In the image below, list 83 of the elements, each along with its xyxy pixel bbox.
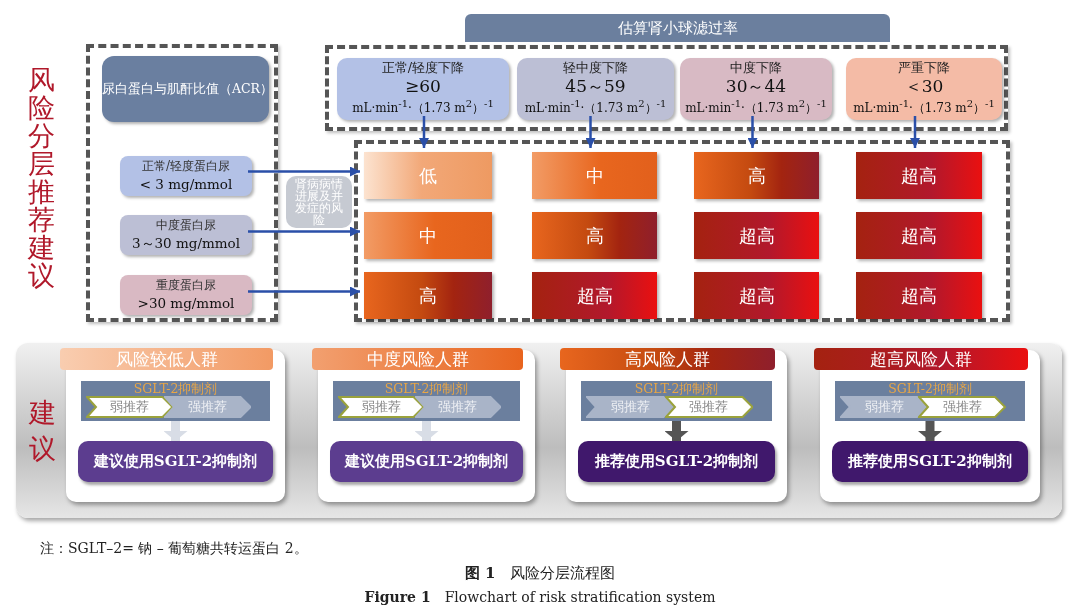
result-box: 推荐使用SGLT-2抑制剂 (578, 441, 775, 482)
block-arrow (918, 421, 942, 441)
unit-text: mL·min$^{-1}$·（1.73 m$^{2}$）$^{-1}$ (523, 97, 668, 116)
arrow (248, 286, 360, 297)
acr-range: < 3 mg/mmol (138, 175, 234, 193)
risk-cell: 超高 (532, 272, 657, 319)
option-panel (581, 381, 772, 421)
category-title: 中度下降 (729, 60, 783, 76)
grade-tag: 弱推荐 (586, 396, 675, 418)
caption-text: Figure 1 Flowchart of risk stratification system (363, 588, 717, 607)
block-arrow (163, 421, 188, 441)
egfr-range: 45～59 (564, 76, 627, 96)
arrow (248, 226, 360, 237)
arrow (910, 116, 920, 148)
risk-cell: 超高 (856, 152, 982, 199)
arrow (419, 116, 429, 148)
unit-text: mL·min$^{-1}$·（1.73 m$^{2}$）$^{-1}$ (351, 97, 495, 116)
side-title: 风险分层推荐建议 (28, 66, 56, 290)
option-panel (81, 381, 270, 421)
arrow (248, 166, 360, 177)
risk-cell: 超高 (694, 272, 819, 319)
risk-cell: 高 (364, 272, 492, 319)
panel-title: SGLT-2抑制剂 (633, 381, 720, 396)
grade-tag: 弱推荐 (840, 396, 928, 418)
panel-title: SGLT-2抑制剂 (132, 381, 219, 396)
dashed-group-frame (86, 44, 278, 322)
panel-title: SGLT-2抑制剂 (887, 381, 973, 396)
risk-cell: 中 (532, 152, 657, 199)
egfr-category-box (846, 58, 1002, 120)
panel-label: 建议 (28, 396, 56, 466)
caption-text: 图 1 风险分层流程图 (463, 563, 617, 583)
recommendation-panel (16, 343, 1062, 518)
arrow (585, 116, 596, 148)
grade-tag: 强推荐 (163, 396, 251, 418)
option-panel (333, 381, 520, 421)
category-title: 轻中度下降 (562, 60, 629, 76)
egfr-category-box (517, 58, 674, 120)
result-box: 推荐使用SGLT-2抑制剂 (832, 441, 1028, 482)
risk-cell: 高 (694, 152, 819, 199)
acr-range: >30 mg/mmol (136, 294, 236, 312)
risk-cell: 中 (364, 212, 492, 259)
risk-band (286, 176, 352, 228)
selected-grade-tag: 强推荐 (664, 396, 753, 418)
category-title: 正常/轻度下降 (380, 60, 466, 76)
card-header: 超高风险人群 (814, 348, 1028, 370)
risk-cell: 超高 (856, 272, 982, 319)
risk-cell: 低 (364, 152, 492, 199)
risk-cell: 超高 (694, 212, 819, 259)
category-title: 重度蛋白尿 (155, 277, 217, 294)
block-arrow (664, 421, 689, 441)
risk-cell: 超高 (856, 212, 982, 259)
card-header: 中度风险人群 (312, 348, 523, 370)
acr-header-box: 尿白蛋白与肌酐比值（ACR） (102, 56, 269, 122)
selected-grade-tag: 弱推荐 (338, 396, 425, 418)
egfr-category-box (337, 58, 509, 120)
egfr-range: 30～44 (724, 76, 788, 96)
unit-text: mL·min$^{-1}$·（1.73 m$^{2}$）$^{-1}$ (852, 97, 996, 116)
egfr-category-box (680, 58, 832, 120)
acr-category-box (120, 215, 252, 255)
dashed-group-frame (325, 45, 1008, 131)
risk-cell: 高 (532, 212, 657, 259)
acr-range: 3～30 mg/mmol (130, 234, 242, 252)
acr-category-box (120, 156, 252, 196)
egfr-range: ≥60 (404, 76, 442, 96)
selected-grade-tag: 弱推荐 (86, 396, 174, 418)
selected-grade-tag: 强推荐 (918, 396, 1006, 418)
card-header: 风险较低人群 (60, 348, 273, 370)
result-box: 建议使用SGLT-2抑制剂 (330, 441, 523, 482)
block-arrow (414, 421, 439, 441)
category-title: 中度蛋白尿 (155, 217, 217, 234)
acr-category-box (120, 275, 252, 315)
dashed-group-frame (354, 140, 1010, 322)
card-header: 高风险人群 (560, 348, 775, 370)
option-panel (835, 381, 1025, 421)
category-title: 正常/轻度蛋白尿 (140, 158, 231, 175)
grade-tag: 强推荐 (414, 396, 501, 418)
unit-text: mL·min$^{-1}$·（1.73 m$^{2}$）$^{-1}$ (684, 97, 828, 116)
result-box: 建议使用SGLT-2抑制剂 (78, 441, 273, 482)
egfr-range: ＜30 (903, 76, 945, 96)
header-bar: 估算肾小球滤过率 (465, 14, 890, 42)
panel-title: SGLT-2抑制剂 (383, 381, 470, 396)
note-text: 注：SGLT–2= 钠 – 葡萄糖共转运蛋白 2。 (40, 539, 308, 558)
category-title: 严重下降 (897, 60, 951, 76)
